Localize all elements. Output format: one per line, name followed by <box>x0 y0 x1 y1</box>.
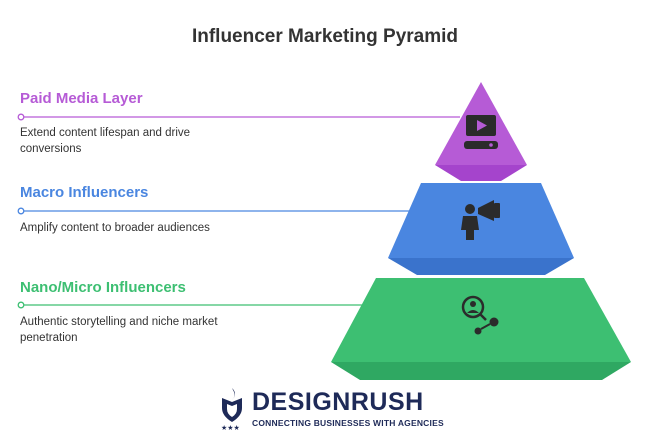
user-search-network-icon <box>461 295 499 335</box>
pyramid-layer-paid <box>435 82 527 181</box>
layer-paid-base <box>435 165 527 181</box>
layer-macro-face <box>388 183 574 258</box>
megaphone-person-icon <box>461 200 500 240</box>
layer-description-macro: Amplify content to broader audiences <box>20 222 210 234</box>
svg-text:★★★: ★★★ <box>221 424 240 432</box>
brand-name: DESIGNRUSH <box>252 388 424 416</box>
pyramid-layer-macro <box>388 183 574 275</box>
layer-nano-base <box>331 362 631 380</box>
layer-nano-face <box>331 278 631 362</box>
layer-heading-macro: Macro Influencers <box>20 184 149 201</box>
video-player-icon <box>464 115 498 149</box>
layer-heading-nano: Nano/Micro Influencers <box>20 279 186 296</box>
designrush-emblem-icon: ★★★ <box>221 388 242 432</box>
pyramid-layer-nano <box>331 278 631 380</box>
diagram-title: Influencer Marketing Pyramid <box>191 26 459 47</box>
layer-heading-paid: Paid Media Layer <box>20 90 143 107</box>
connector-dot-nano <box>17 301 25 309</box>
brand-tagline: CONNECTING BUSINESSES WITH AGENCIES <box>252 418 444 428</box>
designrush-logo: ★★★ DESIGNRUSH CONNECTING BUSINESSES WIT… <box>218 386 458 432</box>
layer-description-paid: Extend content lifespan and drive conver… <box>20 127 191 155</box>
connector-lines <box>17 113 460 309</box>
connector-dot-paid <box>17 113 25 121</box>
layer-description-nano: Authentic storytelling and niche market … <box>20 316 218 344</box>
layer-macro-base <box>388 258 574 275</box>
connector-dot-macro <box>17 207 25 215</box>
